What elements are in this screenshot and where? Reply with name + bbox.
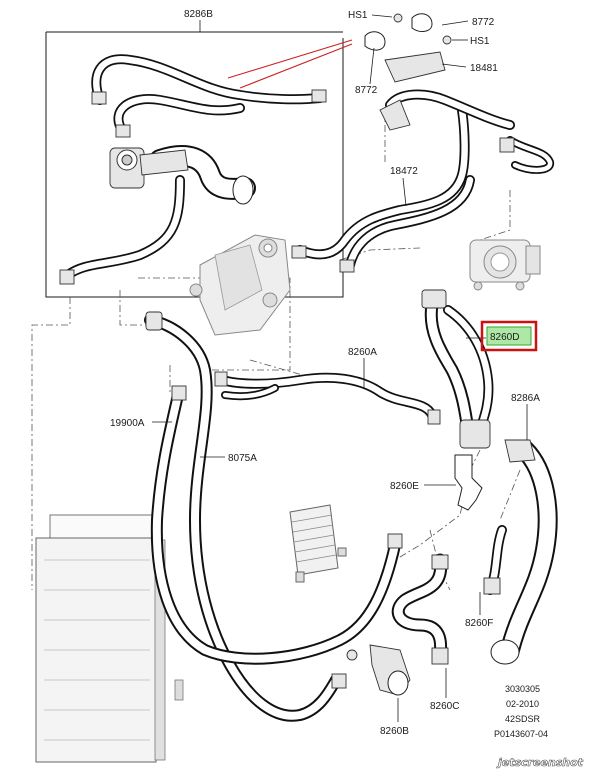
label-18472: 18472 <box>390 166 418 177</box>
highlight-callout-lines <box>227 39 353 89</box>
label-8286b: 8286B <box>184 9 213 20</box>
highlight-box <box>480 320 538 352</box>
reference-line-4: P0143607-04 <box>494 729 548 739</box>
assembly-frame <box>45 32 344 298</box>
label-8286a: 8286A <box>511 393 540 404</box>
label-8260a: 8260A <box>348 347 377 358</box>
label-8260c: 8260C <box>430 701 459 712</box>
label-18481: 18481 <box>470 63 498 74</box>
throttle-body <box>469 239 541 291</box>
part-labels: 8286B HS1 8772 HS1 18481 8772 18472 8260… <box>110 9 540 737</box>
label-8075a: 8075A <box>228 453 257 464</box>
label-8772-right: 8772 <box>472 17 495 28</box>
label-8260b: 8260B <box>380 726 409 737</box>
engine-block <box>189 234 291 336</box>
reference-block: 3030305 02-2010 42SDSR P0143607-04 <box>494 684 548 739</box>
watermark: jetscreenshot <box>496 756 584 769</box>
leader-lines <box>152 14 528 722</box>
radiator <box>35 514 184 763</box>
label-8260e: 8260E <box>390 481 419 492</box>
reference-line-3: 42SDSR <box>505 714 541 724</box>
oil-cooler <box>289 504 347 583</box>
fittings <box>59 13 536 696</box>
label-8260d: 8260D <box>490 332 519 343</box>
reference-line-2: 02-2010 <box>506 699 539 709</box>
label-8772-left: 8772 <box>355 85 378 96</box>
reference-line-1: 3030305 <box>505 684 540 694</box>
label-8260f: 8260F <box>465 618 493 629</box>
label-19900a: 19900A <box>110 418 145 429</box>
label-hs1-top: HS1 <box>348 10 368 21</box>
label-hs1-right: HS1 <box>470 36 490 47</box>
highlight-fill <box>486 326 532 346</box>
